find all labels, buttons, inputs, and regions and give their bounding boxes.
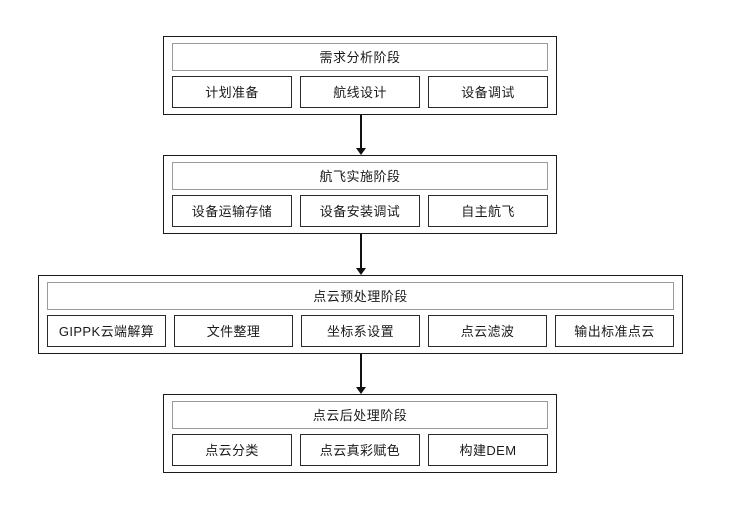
step-row-pointcloud-postprocessing: 点云分类 点云真彩赋色 构建DEM [172, 434, 548, 466]
stage-title-pointcloud-preprocessing: 点云预处理阶段 [47, 282, 674, 310]
arrow-head-icon [356, 268, 366, 275]
stage-pointcloud-preprocessing: 点云预处理阶段 GIPPK云端解算 文件整理 坐标系设置 点云滤波 输出标准点云 [38, 275, 683, 354]
arrow-head-icon [356, 148, 366, 155]
connector-arrow-3 [355, 354, 367, 394]
stage-title-requirement-analysis: 需求分析阶段 [172, 43, 548, 71]
stage-flight-execution: 航飞实施阶段 设备运输存储 设备安装调试 自主航飞 [163, 155, 557, 234]
step-box-autonomous-flight: 自主航飞 [428, 195, 548, 227]
step-box-pointcloud-filtering: 点云滤波 [428, 315, 547, 347]
stage-requirement-analysis: 需求分析阶段 计划准备 航线设计 设备调试 [163, 36, 557, 115]
step-box-build-dem: 构建DEM [428, 434, 548, 466]
step-box-route-design: 航线设计 [300, 76, 420, 108]
connector-arrow-2 [355, 234, 367, 275]
connector-shaft-3 [360, 354, 362, 387]
step-box-pointcloud-true-color: 点云真彩赋色 [300, 434, 420, 466]
step-box-coordinate-system-setup: 坐标系设置 [301, 315, 420, 347]
step-box-pointcloud-classification: 点云分类 [172, 434, 292, 466]
connector-shaft-1 [360, 115, 362, 148]
stage-title-flight-execution: 航飞实施阶段 [172, 162, 548, 190]
arrow-head-icon [356, 387, 366, 394]
step-box-equipment-transport-storage: 设备运输存储 [172, 195, 292, 227]
step-box-output-standard-pointcloud: 输出标准点云 [555, 315, 674, 347]
step-box-plan-preparation: 计划准备 [172, 76, 292, 108]
step-box-file-organization: 文件整理 [174, 315, 293, 347]
step-box-equipment-debugging: 设备调试 [428, 76, 548, 108]
stage-title-pointcloud-postprocessing: 点云后处理阶段 [172, 401, 548, 429]
connector-arrow-1 [355, 115, 367, 155]
step-box-gippk-cloud-solution: GIPPK云端解算 [47, 315, 166, 347]
connector-shaft-2 [360, 234, 362, 268]
stage-pointcloud-postprocessing: 点云后处理阶段 点云分类 点云真彩赋色 构建DEM [163, 394, 557, 473]
step-box-equipment-install-debug: 设备安装调试 [300, 195, 420, 227]
step-row-flight-execution: 设备运输存储 设备安装调试 自主航飞 [172, 195, 548, 227]
step-row-requirement-analysis: 计划准备 航线设计 设备调试 [172, 76, 548, 108]
step-row-pointcloud-preprocessing: GIPPK云端解算 文件整理 坐标系设置 点云滤波 输出标准点云 [47, 315, 674, 347]
